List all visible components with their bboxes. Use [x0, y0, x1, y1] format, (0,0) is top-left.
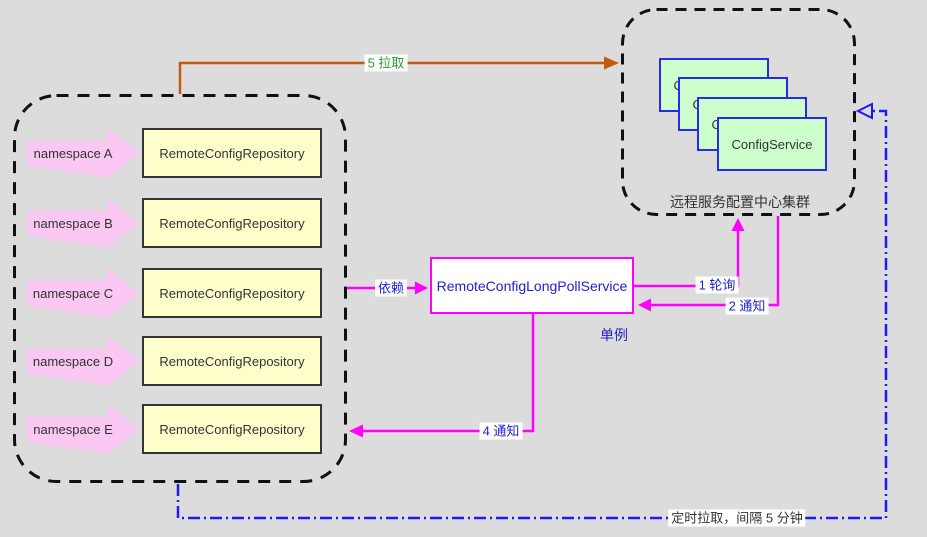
cluster-caption: 远程服务配置中心集群 — [670, 194, 810, 210]
repository-label: RemoteConfigRepository — [159, 215, 305, 231]
notify-repo-edge — [362, 314, 535, 433]
schedule-edge-label: 定时拉取，间隔 5 分钟 — [668, 509, 806, 527]
singleton-caption: 单例 — [600, 327, 628, 343]
config-service-box: ConfigService — [717, 117, 827, 171]
namespace-label: namespace A — [33, 145, 113, 161]
namespace-label: namespace B — [33, 215, 113, 231]
repository-label: RemoteConfigRepository — [159, 145, 305, 161]
poll-arrowhead-icon — [731, 218, 745, 231]
notify-service-edge-label: 2 通知 — [725, 297, 769, 315]
schedule-open-arrowhead-icon — [855, 102, 873, 120]
namespace-label: namespace C — [32, 285, 114, 301]
repository-box: RemoteConfigRepository — [142, 268, 322, 318]
notify-service-edge — [650, 216, 780, 307]
repository-label: RemoteConfigRepository — [159, 421, 305, 437]
depend-arrowhead-icon — [415, 281, 428, 295]
long-poll-service-box: RemoteConfigLongPollService — [430, 257, 634, 314]
namespace-label: namespace E — [33, 421, 113, 437]
repository-group-border — [13, 94, 347, 483]
notify-repo-edge-label: 4 通知 — [479, 422, 523, 440]
cluster-group-border — [621, 8, 856, 216]
repository-box: RemoteConfigRepository — [142, 198, 322, 248]
long-poll-service-label: RemoteConfigLongPollService — [436, 277, 628, 294]
config-service-label: ConfigService — [731, 136, 813, 152]
pull-arrowhead-icon — [604, 56, 619, 70]
repository-box: RemoteConfigRepository — [142, 336, 322, 386]
repository-label: RemoteConfigRepository — [159, 353, 305, 369]
repository-box: RemoteConfigRepository — [142, 128, 322, 178]
notify-repo-arrowhead-icon — [349, 424, 363, 438]
namespace-label: namespace D — [32, 353, 114, 369]
poll-edge-label: 1 轮询 — [695, 276, 739, 294]
pull-edge-label: 5 拉取 — [364, 54, 408, 72]
depend-edge-label: 依赖 — [374, 279, 408, 297]
pull-edge — [178, 61, 606, 94]
repository-label: RemoteConfigRepository — [159, 285, 305, 301]
notify-service-arrowhead-icon — [638, 298, 651, 312]
repository-box: RemoteConfigRepository — [142, 404, 322, 454]
schedule-edge — [176, 109, 888, 520]
